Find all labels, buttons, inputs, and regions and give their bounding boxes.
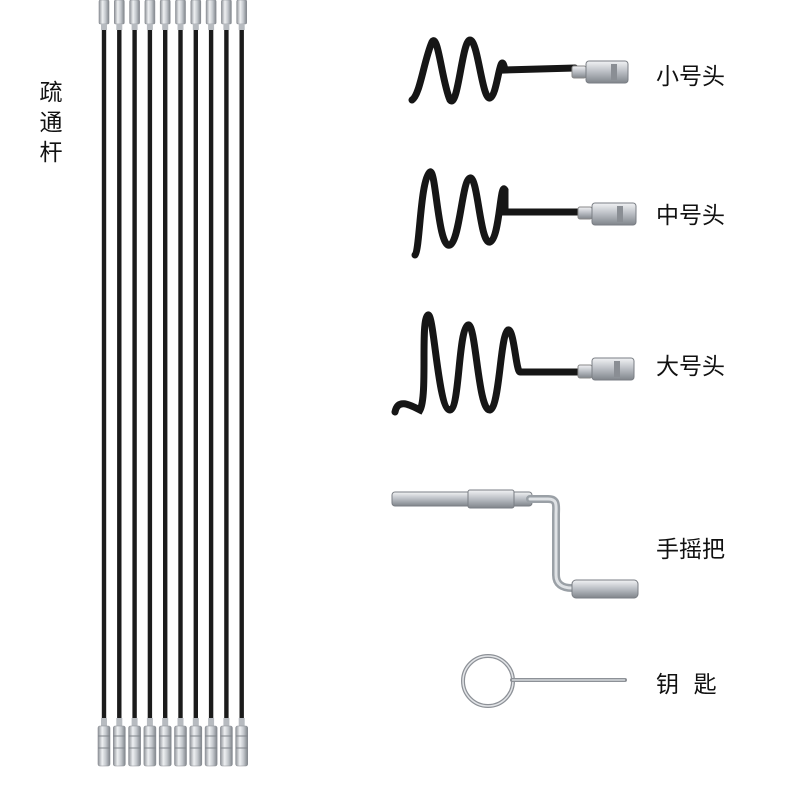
rod-bottom-neck bbox=[162, 718, 169, 726]
rod-bottom-ferrule bbox=[174, 725, 187, 767]
rod-bottom-ferrule bbox=[158, 725, 172, 767]
large-head-label: 大号头 bbox=[656, 354, 725, 380]
medium-spring-head-icon bbox=[411, 168, 637, 259]
rods-bundle bbox=[97, 0, 248, 767]
large-spring-head-icon bbox=[391, 311, 635, 416]
rod-top-ferrule bbox=[159, 0, 171, 25]
small-head-label: 小号头 bbox=[656, 64, 725, 90]
rod-bottom-neck bbox=[116, 718, 123, 726]
rod-top-ferrule bbox=[144, 0, 156, 25]
rods-label: 疏通杆 bbox=[39, 80, 63, 166]
rod-top-neck bbox=[146, 24, 153, 30]
rod-shaft bbox=[147, 30, 153, 720]
rod-shaft bbox=[224, 30, 229, 720]
rod-top-neck bbox=[131, 24, 138, 30]
crank-handle-icon bbox=[391, 489, 639, 599]
key-label: 钥 匙 bbox=[656, 672, 717, 698]
rod-top-neck bbox=[162, 24, 169, 30]
rod-shaft bbox=[132, 30, 137, 720]
rod-bottom-ferrule bbox=[128, 725, 141, 767]
rod-top-ferrule bbox=[205, 0, 217, 25]
rod-bottom-neck bbox=[223, 718, 230, 726]
rod-top-ferrule bbox=[190, 0, 202, 25]
rod-top-ferrule bbox=[114, 0, 125, 25]
rod-top-neck bbox=[238, 24, 245, 30]
rod-top-neck bbox=[177, 24, 184, 30]
rod bbox=[158, 0, 172, 767]
rod-top-neck bbox=[208, 24, 215, 30]
rod-bottom-neck bbox=[131, 718, 138, 726]
rod bbox=[204, 0, 218, 767]
rod-bottom-neck bbox=[238, 718, 245, 726]
rod-bottom-ferrule bbox=[143, 725, 157, 767]
rod-shaft bbox=[193, 30, 198, 720]
rod bbox=[189, 0, 203, 767]
rod-bottom-ferrule bbox=[97, 725, 111, 767]
rod-shaft bbox=[117, 30, 122, 720]
rod-top-ferrule bbox=[236, 0, 247, 25]
rod-top-ferrule bbox=[129, 0, 140, 25]
rod bbox=[128, 0, 141, 767]
crank-handle-label: 手摇把 bbox=[656, 537, 725, 563]
rod-shaft bbox=[163, 30, 168, 720]
rod bbox=[97, 0, 111, 767]
rod-bottom-neck bbox=[146, 718, 153, 726]
rod-bottom-ferrule bbox=[113, 725, 126, 767]
rod-top-ferrule bbox=[175, 0, 186, 25]
rod bbox=[174, 0, 187, 767]
rod-bottom-neck bbox=[177, 718, 184, 726]
rod-top-ferrule bbox=[221, 0, 232, 25]
rod-bottom-ferrule bbox=[235, 725, 248, 767]
rod-shaft bbox=[239, 30, 244, 720]
rod-top-ferrule bbox=[98, 0, 110, 25]
rod-bottom-neck bbox=[192, 718, 199, 726]
rod bbox=[235, 0, 248, 767]
rod-top-neck bbox=[192, 24, 199, 30]
rod bbox=[113, 0, 126, 767]
rod bbox=[220, 0, 233, 767]
medium-head-label: 中号头 bbox=[656, 203, 725, 229]
rod-bottom-ferrule bbox=[189, 725, 203, 767]
key-icon bbox=[461, 654, 627, 708]
rod-top-neck bbox=[116, 24, 123, 30]
rod-shaft bbox=[178, 30, 183, 720]
rod-bottom-neck bbox=[208, 718, 215, 726]
rod bbox=[143, 0, 157, 767]
small-spring-head-icon bbox=[408, 36, 629, 105]
rod-bottom-ferrule bbox=[220, 725, 233, 767]
rod-top-neck bbox=[223, 24, 230, 30]
rod-top-neck bbox=[101, 24, 107, 30]
rod-shaft bbox=[101, 30, 107, 720]
rod-bottom-ferrule bbox=[204, 725, 218, 767]
rod-bottom-neck bbox=[101, 718, 107, 726]
rod-shaft bbox=[208, 30, 214, 720]
